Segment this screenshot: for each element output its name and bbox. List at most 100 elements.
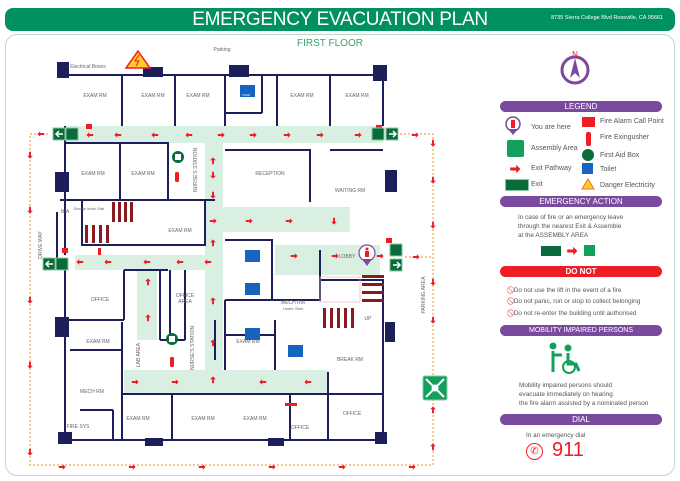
exit-pathway-arrow [430,139,436,147]
room-labels: EXAM RM EXAM RM EXAM RM EXAM RM EXAM RM … [38,47,427,431]
danger-electricity-icon [581,178,595,190]
exit-pathway-arrow [430,406,436,414]
room-label: OFFICE [91,297,110,303]
fire-extinguisher-icon [586,132,591,146]
legend-label: First Aid Box [600,152,640,159]
exit-pathway-arrow [27,448,33,456]
room-label: EXAM RM [131,171,154,177]
legend-label: Assembly Area [531,145,578,152]
room-label: NURSE'S STATION [190,326,196,370]
room-label: EXAM RM [141,93,164,99]
exit-pathway-arrow [412,254,420,260]
legend-label: You are here [531,124,571,131]
room-label: EXAM RM [345,93,368,99]
room-label: EXAM RM [81,171,104,177]
emergency-number: 911 [552,439,584,461]
address: 8735 Sierra College Blvd Roseville, CA 9… [551,15,663,21]
floor-title: FIRST FLOOR [297,38,363,49]
emergency-action-text: In case of fire or an emergency leave th… [518,213,623,240]
exit-pathway-arrow [27,151,33,159]
text-line: at the ASSEMBLY AREA [518,232,589,239]
legend-label: Danger Electricity [600,182,655,189]
do-not-text: Do not re-enter the building until autho… [513,310,637,317]
exit-pathway-arrow [430,176,436,184]
toilet-label: TOILET [242,94,251,97]
legend-label: Exit [531,181,543,188]
exit-sign-right-top[interactable] [371,127,399,141]
room-label: EXAM RM [86,339,109,345]
room-label: NURSE'S STATION [193,148,199,192]
mobility-assist-icon [549,342,581,374]
exit-sign-right-lobby[interactable] [389,243,403,272]
do-not-text: Do not panic, run or stop to collect bel… [513,298,641,305]
room-label: BREAK RM [337,357,363,363]
plan-panel [5,34,675,476]
room-label: OFFICE [343,411,362,417]
exit-pathway-arrow [37,131,45,137]
exit-sign-left-mid[interactable] [42,257,69,271]
room-label: LAB AREA [136,342,142,367]
text-line: evacuate immediately on hearing [519,391,613,398]
room-label: WAITING RM [335,188,365,194]
text-line: In case of fire or an emergency leave [518,214,624,221]
header-bar: EMERGENCY EVACUATION PLAN 8735 Sierra Co… [5,8,675,31]
room-label: EXAM RM [236,339,259,345]
exit-icon [505,179,529,191]
exit-pathway-arrow [27,361,33,369]
text-line: through the nearest Exit & Assemble [518,223,622,230]
room-label: OFFICE [291,425,310,431]
dial-caption: In an emergency dial [526,432,586,439]
mobility-text: Mobility impaired persons should evacuat… [519,381,648,408]
exit-pathway-arrow [430,316,436,324]
first-aid-box-icon [172,151,184,163]
you-are-here-marker [358,244,376,266]
exit-pathway-arrow [27,206,33,214]
room-label: EXAM RM [83,93,106,99]
room-label: RECEPTION [255,171,285,177]
room-label: MECH RM [80,389,104,395]
exit-sign-left-top[interactable] [52,127,79,141]
legend-label: Exit Pathway [531,165,572,172]
fire-extinguisher-icon [98,172,297,406]
toilet-icon [240,85,303,357]
first-aid-box-icon [582,149,594,161]
drive-way-label: DRIVE WAY [38,231,44,259]
legend-header: LEGEND [500,101,662,112]
exit-icon [541,246,561,256]
exit-pathway-arrow [411,132,419,138]
room-label: FIRE SYS [67,424,90,430]
arrow-icon [567,246,578,256]
toilet-icon [582,163,593,174]
compass-icon: N [560,50,590,85]
exit-pathway-icon [510,164,521,174]
room-label: Under Stair [283,306,304,311]
emergency-action-header: EMERGENCY ACTION [500,196,662,207]
stair-up-label: UP [365,316,373,322]
elevator [319,276,361,303]
mobility-header: MOBILITY IMPAIRED PERSONS [500,325,662,336]
parking-label: Parking [214,47,231,53]
phone-icon: ✆ [526,443,543,460]
dial-header: DIAL [500,414,662,425]
room-label: EXAM RM [186,93,209,99]
room-label: Storage Under Stair [74,207,106,211]
compass-north-label: N [572,50,578,59]
assembly-area-icon [422,375,448,401]
legend-label: Fire Alarm Call Point [600,118,664,125]
room-label: MECH RM [281,300,305,306]
text-line: Mobility impaired persons should [519,382,613,389]
you-are-here-icon [505,116,521,141]
room-label: N/A [61,209,70,215]
exit-pathway-arrow [430,278,436,286]
assembly-area-icon [584,245,595,256]
room-label: EXAM RM [191,416,214,422]
room-label: AREA [178,299,192,305]
do-not-text: Do not use the lift in the event of a fi… [513,287,622,294]
assembly-area-icon [507,140,524,157]
room-label: EXAM RM [243,416,266,422]
legend-label: Toilet [600,166,617,173]
pillars [55,62,397,446]
legend-label: Fire Exingusher [600,134,650,141]
do-not-item: ⃠ Do not panic, run or stop to collect b… [512,298,640,306]
exit-pathway-arrow [430,221,436,229]
